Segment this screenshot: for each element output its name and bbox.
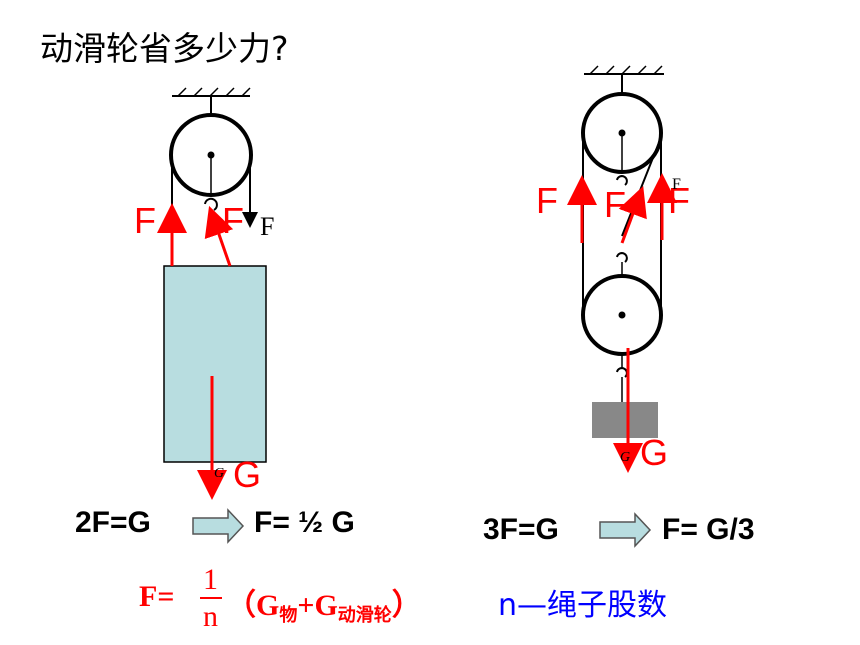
formula-plus: +G — [297, 589, 338, 622]
left-equation-lhs: 2F=G — [75, 506, 151, 539]
page-title: 动滑轮省多少力? — [40, 29, 289, 68]
formula-fraction-numerator: 1 — [203, 563, 218, 596]
left-implies-arrow — [192, 508, 245, 544]
left-pull-label: F — [260, 212, 275, 241]
right-load-block — [592, 402, 658, 438]
right-equation-lhs: 3F=G — [483, 513, 559, 546]
right-force-label-1: F — [536, 180, 558, 221]
formula-fraction-denominator: n — [203, 600, 218, 633]
left-equation-rhs: F= ½ G — [254, 506, 355, 539]
left-force-arrow-2 — [204, 205, 234, 267]
right-pulley-system — [567, 65, 677, 473]
right-equation-rhs: F= G/3 — [662, 513, 755, 546]
formula-body: （G物+G动滑轮） — [226, 580, 422, 627]
formula-sub-object: 物 — [279, 605, 298, 626]
right-implies-arrow — [599, 512, 652, 548]
left-force-label-2: F — [222, 200, 244, 241]
formula-close: ） — [391, 589, 422, 622]
formula-prefix: F= — [139, 580, 175, 613]
left-force-label-1: F — [134, 200, 156, 241]
right-weight-label: G — [640, 432, 669, 473]
rope-count-note: n—绳子股数 — [498, 588, 668, 623]
right-weight-small-label: G — [620, 450, 631, 465]
right-force-label-3: F — [668, 180, 690, 221]
right-force-arrow-2 — [618, 185, 647, 244]
left-weight-label: G — [233, 454, 262, 495]
formula-open: （G — [226, 589, 280, 622]
right-small-top-label: F — [672, 176, 681, 193]
formula-sub-pulley: 动滑轮 — [337, 605, 392, 626]
left-weight-small-label: G — [214, 466, 225, 481]
right-force-label-2: F — [604, 184, 626, 225]
left-load-block — [163, 265, 267, 463]
left-pulley-system — [157, 87, 267, 500]
